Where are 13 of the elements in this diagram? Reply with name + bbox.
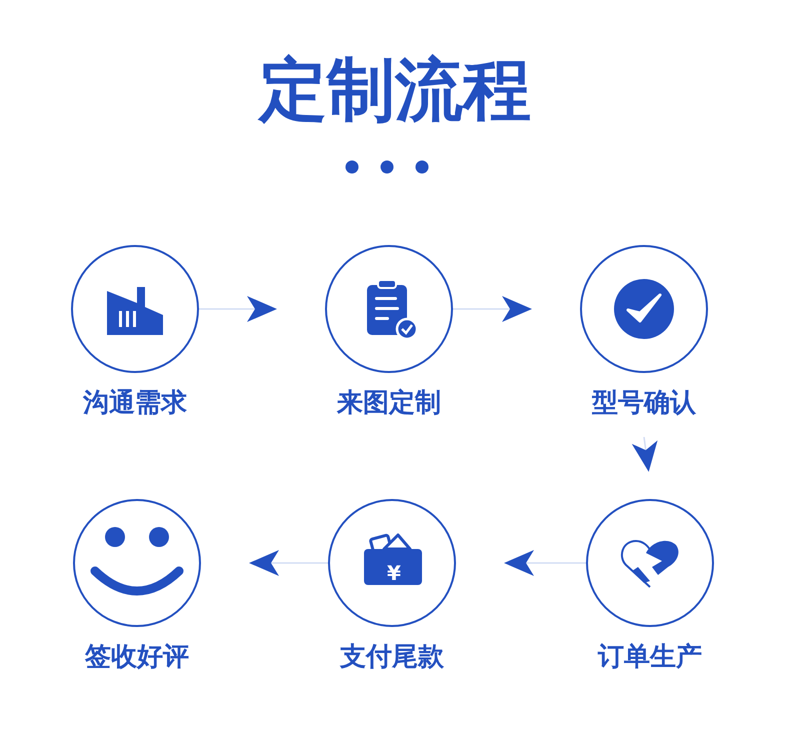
step-label: 来图定制 — [337, 387, 441, 419]
step-label: 沟通需求 — [83, 387, 187, 419]
step-label: 订单生产 — [598, 641, 702, 673]
arrow — [249, 550, 328, 576]
arrow — [199, 296, 277, 322]
arrow — [453, 296, 532, 322]
step-label: 型号确认 — [592, 387, 696, 419]
step-label: 签收好评 — [85, 641, 189, 673]
title: 定制流程 — [256, 50, 532, 132]
arrow — [632, 436, 658, 472]
step-label: 支付尾款 — [340, 641, 444, 673]
arrow — [504, 550, 586, 576]
yen-sign: ¥ — [387, 562, 401, 584]
